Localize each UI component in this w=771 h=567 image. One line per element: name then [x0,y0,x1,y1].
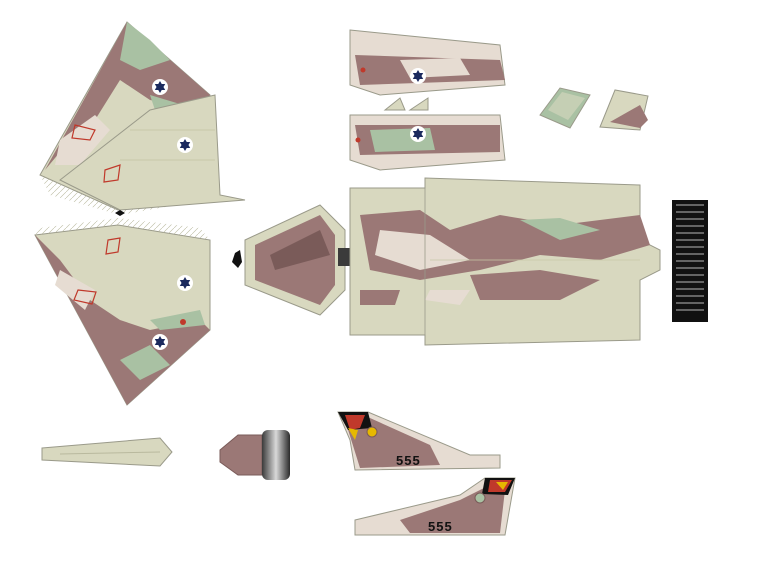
fuselage-top-strip [349,29,506,96]
wing-lower-left [34,218,211,406]
tail-fin-lower: 555 [354,477,516,536]
intake-panel-right [599,89,649,131]
wing-separator-tab [115,210,125,216]
main-fuselage [349,177,661,346]
wing-upper-right-panel [59,94,246,211]
ventral-fin-piece [41,437,173,467]
tail-number-upper: 555 [396,453,421,468]
fuselage-middle-strip [349,114,506,171]
intake-panel-left [539,87,591,129]
tail-fin-upper: 555 [337,411,501,471]
nose-section [232,204,350,316]
engine-nozzle [219,430,290,480]
exhaust-strip [672,200,708,322]
tail-number-lower: 555 [428,519,453,534]
small-triangles [383,97,429,111]
